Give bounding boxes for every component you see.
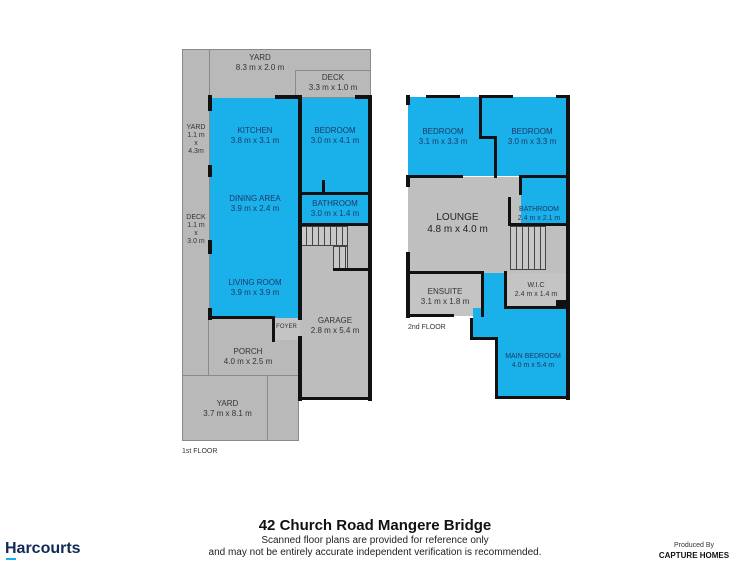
main-bedroom-upper [483, 273, 506, 316]
wall [495, 337, 498, 399]
wall [406, 175, 410, 187]
floor-1-caption: 1st FLOOR [182, 448, 218, 455]
wall [494, 136, 497, 178]
wall [519, 175, 567, 178]
staircase-1f-upper [300, 226, 348, 246]
wall [426, 95, 460, 98]
ensuite-area [408, 273, 483, 316]
wall [566, 95, 570, 400]
wall [470, 337, 498, 340]
wall [210, 316, 274, 319]
wall [368, 95, 372, 401]
bedroom-1f [300, 98, 370, 194]
wall [298, 397, 372, 400]
wall [495, 396, 569, 399]
wall [508, 197, 511, 225]
wall [556, 95, 568, 98]
wall [408, 175, 463, 178]
producer-name: CAPTURE HOMES [658, 551, 730, 560]
staircase-2f [510, 226, 546, 270]
yard-bottom-area [182, 375, 299, 441]
wall [298, 336, 302, 401]
wall [470, 318, 473, 340]
wall [556, 300, 566, 309]
wall [275, 95, 302, 99]
wall [408, 271, 484, 274]
produced-by-label: Produced By [673, 542, 715, 549]
wall [481, 271, 484, 317]
wall [406, 95, 410, 105]
wall [208, 240, 212, 254]
wall [479, 136, 496, 139]
main-bedroom-lower [497, 308, 567, 396]
agency-logo: Harcourts [5, 540, 81, 557]
agency-logo-accent [6, 558, 16, 560]
wall [272, 316, 275, 342]
wall [333, 268, 369, 271]
wall [519, 175, 522, 195]
wall [479, 97, 482, 137]
wall [355, 95, 372, 99]
deck-top-area [295, 70, 371, 98]
floor-2-caption: 2nd FLOOR [408, 324, 446, 331]
staircase-1f-lower [333, 246, 348, 270]
yard-divider [267, 375, 268, 441]
kitchen-dining-living-room [210, 98, 300, 318]
lounge-area [408, 177, 521, 273]
wall [322, 180, 325, 194]
wall [300, 223, 370, 226]
wall [504, 271, 507, 309]
wall [300, 192, 370, 195]
bathroom-1f [300, 194, 370, 224]
wall [208, 308, 212, 320]
wall [208, 165, 212, 177]
bathroom-2f [521, 177, 567, 224]
wall [408, 314, 454, 317]
foyer-label: FOYER [276, 324, 297, 330]
foyer-area [273, 318, 300, 340]
disclaimer-line-2: and may not be entirely accurate indepen… [208, 547, 542, 558]
wall [504, 306, 567, 309]
property-title: 42 Church Road Mangere Bridge [258, 517, 492, 534]
wall [508, 223, 568, 226]
wall [406, 252, 410, 318]
wall [479, 95, 513, 98]
wall [208, 95, 212, 111]
disclaimer-line-1: Scanned floor plans are provided for ref… [261, 535, 489, 546]
wall [298, 95, 302, 320]
